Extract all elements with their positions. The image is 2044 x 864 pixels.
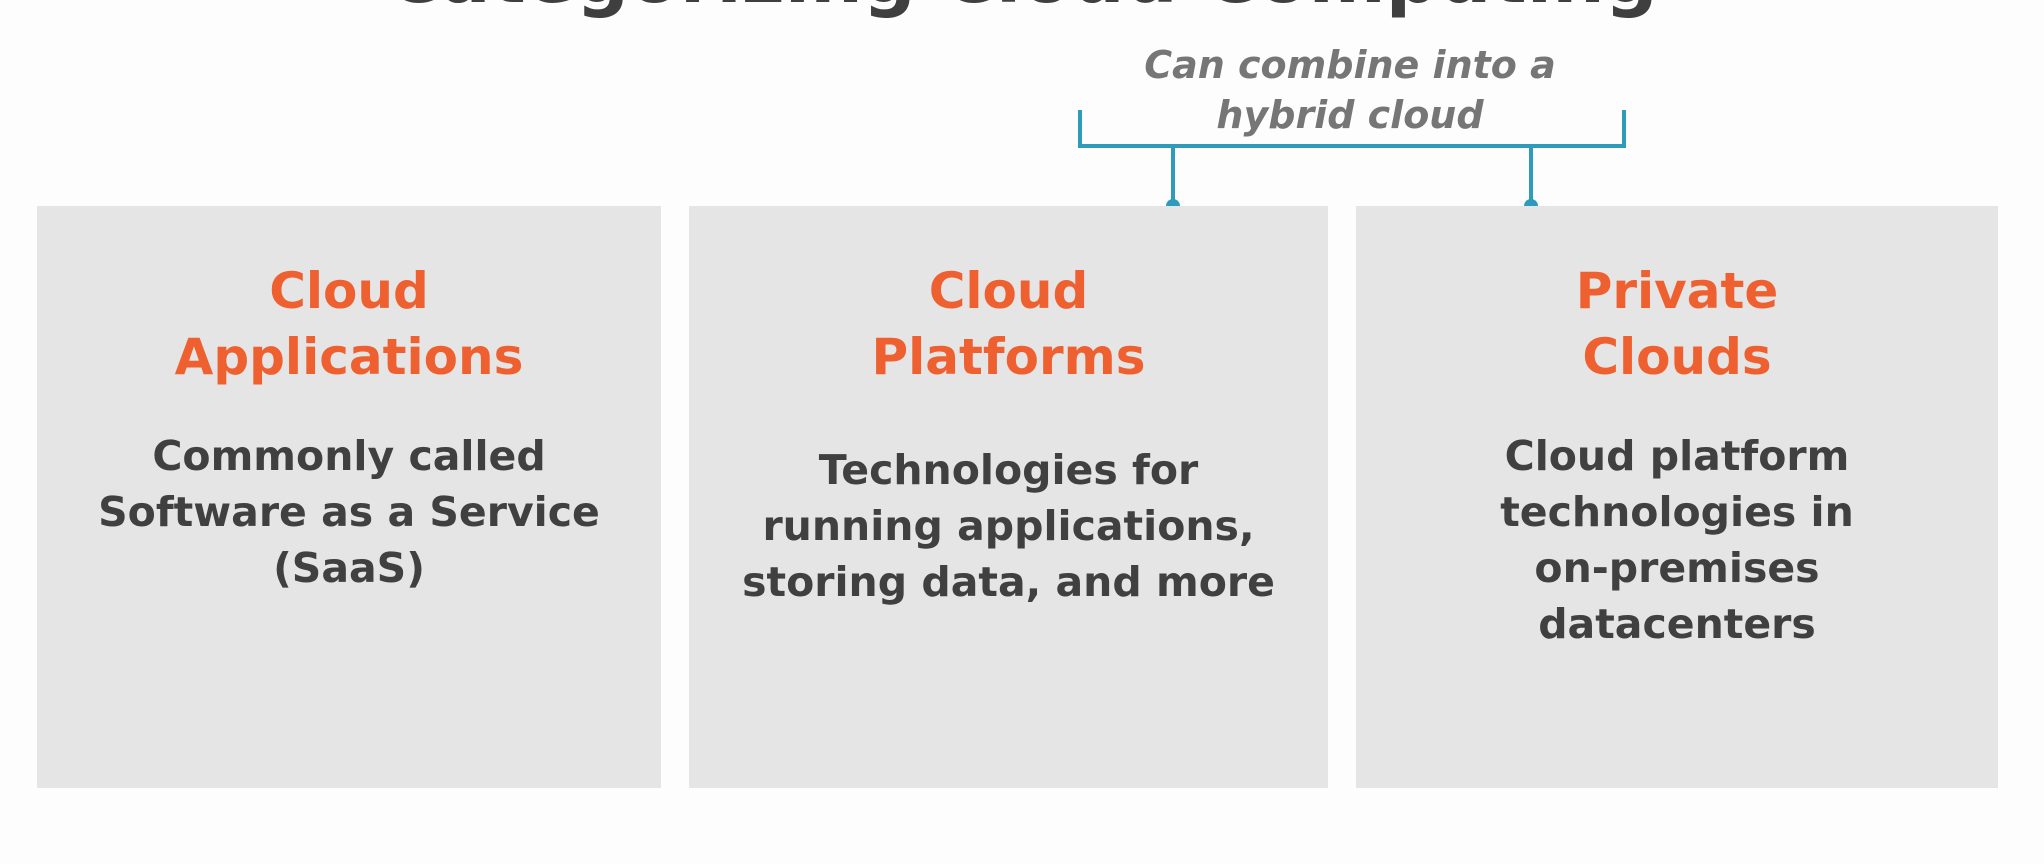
page-heading: Categorizing Cloud Computing [0,0,2044,14]
annotation-line-1: Can combine into a [1144,43,1556,87]
cloud-applications-box: Cloud Applications Commonly called Softw… [37,206,661,788]
box-title-line-1: Cloud [269,262,429,320]
box-title-line-2: Applications [174,328,524,386]
box-title-line-2: Clouds [1582,328,1772,386]
box-title-line-2: Platforms [871,328,1146,386]
cloud-platforms-box: Cloud Platforms Technologies for running… [689,206,1328,788]
private-clouds-box: Private Clouds Cloud platform technologi… [1356,206,1998,788]
box-description: Technologies for running applications, s… [742,446,1275,606]
box-title: Cloud Applications [57,258,641,390]
box-description: Cloud platform technologies in on-premis… [1500,432,1854,648]
box-title: Private Clouds [1376,258,1978,390]
annotation-line-2: hybrid cloud [1216,93,1484,137]
hybrid-cloud-annotation: Can combine into a hybrid cloud [1080,40,1620,140]
box-title: Cloud Platforms [709,258,1308,390]
box-title-line-1: Private [1575,262,1779,320]
box-title-line-1: Cloud [928,262,1089,320]
box-description: Commonly called Software as a Service (S… [98,432,600,592]
